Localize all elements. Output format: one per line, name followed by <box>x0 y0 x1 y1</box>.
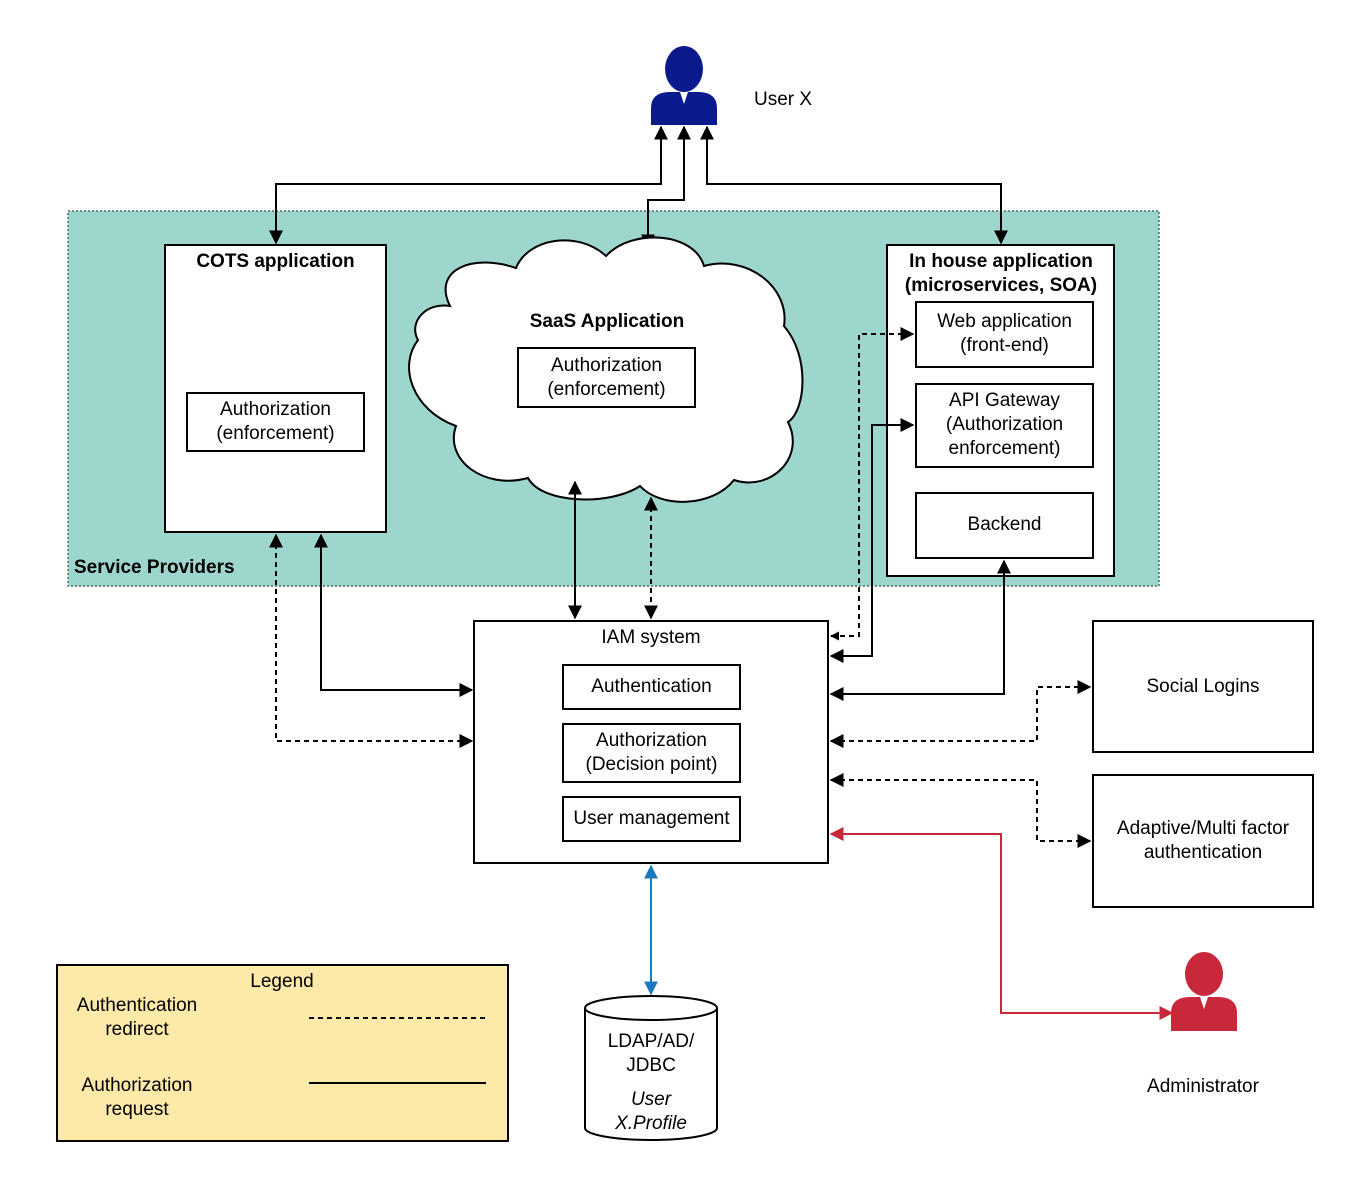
cots-iam-authz-link <box>314 533 474 697</box>
legend-title: Legend <box>250 971 313 992</box>
iam-authorization-box <box>562 723 741 783</box>
iam-system-title: IAM system <box>601 627 700 648</box>
mfa-box <box>1092 774 1314 908</box>
social-logins-box <box>1092 620 1314 753</box>
social-logins-link <box>829 680 1092 748</box>
mfa-line2: authentication <box>1144 842 1262 863</box>
authentication-box <box>562 664 741 710</box>
backend-label: Backend <box>968 514 1042 535</box>
datastore-line3: User <box>631 1089 672 1110</box>
datastore-cylinder <box>584 995 718 1141</box>
user-x-label: User X <box>754 89 812 110</box>
legend-authn-line2: redirect <box>105 1019 169 1040</box>
api-gateway-line3: enforcement) <box>949 438 1061 459</box>
service-providers-label: Service Providers <box>74 557 235 578</box>
datastore-line2: JDBC <box>626 1055 676 1076</box>
saas-authorization-box <box>517 347 696 408</box>
legend-box <box>56 964 509 1142</box>
datastore-line4: X.Profile <box>614 1113 687 1134</box>
cots-authorization-box <box>186 392 365 452</box>
mfa-link <box>829 773 1092 848</box>
cots-application-title: COTS application <box>196 251 354 272</box>
user-management-box <box>562 796 741 842</box>
inhouse-application-title-line2: (microservices, SOA) <box>905 275 1097 296</box>
cots-application-box <box>164 244 387 533</box>
user-management-label: User management <box>573 808 730 829</box>
web-application-box <box>915 301 1094 368</box>
administrator-label: Administrator <box>1147 1076 1260 1097</box>
cots-authorization-line2: (enforcement) <box>216 423 334 444</box>
authentication-label: Authentication <box>591 676 711 697</box>
backend-box <box>915 492 1094 559</box>
web-application-line1: Web application <box>937 311 1072 332</box>
web-application-line2: (front-end) <box>960 335 1049 356</box>
cots-iam-authn-link <box>269 533 474 748</box>
user-to-saas-link <box>641 125 691 249</box>
datastore-line1: LDAP/AD/ <box>608 1031 695 1052</box>
cots-authorization-line1: Authorization <box>220 399 331 420</box>
mfa-line1: Adaptive/Multi factor <box>1117 818 1290 839</box>
social-logins-label: Social Logins <box>1146 676 1259 697</box>
iam-authorization-line2: (Decision point) <box>586 754 718 775</box>
saas-application-title: SaaS Application <box>530 311 685 332</box>
saas-authorization-line1: Authorization <box>551 355 662 376</box>
legend-authn-line1: Authentication <box>77 995 197 1016</box>
user-to-inhouse-link <box>700 125 1008 245</box>
user-x-icon <box>651 46 717 125</box>
legend-authz-line1: Authorization <box>82 1075 193 1096</box>
legend-authz-line2: request <box>105 1099 169 1120</box>
api-gateway-line2: (Authorization <box>946 414 1063 435</box>
inhouse-application-title-line1: In house application <box>909 251 1093 272</box>
admin-iam-link <box>829 827 1174 1020</box>
api-gateway-box <box>915 383 1094 468</box>
saas-authorization-line2: (enforcement) <box>547 379 665 400</box>
iam-authorization-line1: Authorization <box>596 730 707 751</box>
administrator-icon <box>1171 952 1237 1031</box>
api-gateway-line1: API Gateway <box>949 390 1060 411</box>
